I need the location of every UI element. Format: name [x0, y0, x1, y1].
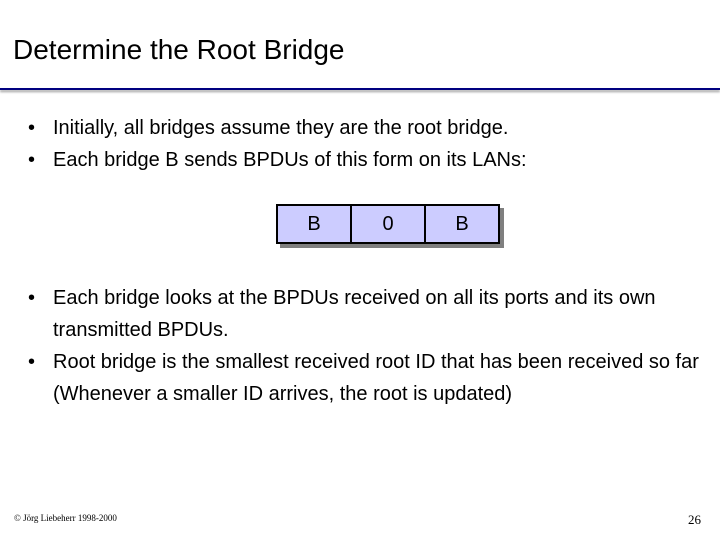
- bullet-item: • Each bridge looks at the BPDUs receive…: [28, 282, 708, 346]
- bpdu-field-root-id: B: [307, 213, 321, 235]
- title-divider: [0, 88, 720, 90]
- bullet-text: Each bridge B sends BPDUs of this form o…: [53, 149, 527, 171]
- slide-title: Determine the Root Bridge: [13, 34, 345, 65]
- bullet-text: Root bridge is the smallest received roo…: [53, 351, 699, 405]
- bullet-item: • Initially, all bridges assume they are…: [28, 112, 708, 144]
- bullet-marker: •: [28, 117, 36, 139]
- bullet-list-bottom: • Each bridge looks at the BPDUs receive…: [28, 282, 708, 410]
- bullet-list-top: • Initially, all bridges assume they are…: [28, 112, 708, 176]
- bpdu-field-bridge-id: B: [424, 206, 498, 242]
- page-number: 26: [688, 512, 701, 527]
- bullet-item: • Root bridge is the smallest received r…: [28, 346, 708, 410]
- bullet-item: • Each bridge B sends BPDUs of this form…: [28, 144, 708, 176]
- footer-copyright: © Jörg Liebeherr 1998-2000: [14, 513, 117, 523]
- bullet-marker: •: [28, 287, 36, 309]
- bpdu-diagram: B 0 B: [276, 204, 500, 244]
- bullet-marker: •: [28, 351, 36, 373]
- bpdu-field-cost: 0: [350, 206, 424, 242]
- bullet-text: Each bridge looks at the BPDUs received …: [53, 287, 656, 341]
- bullet-text: Initially, all bridges assume they are t…: [53, 117, 509, 139]
- bullet-marker: •: [28, 149, 36, 171]
